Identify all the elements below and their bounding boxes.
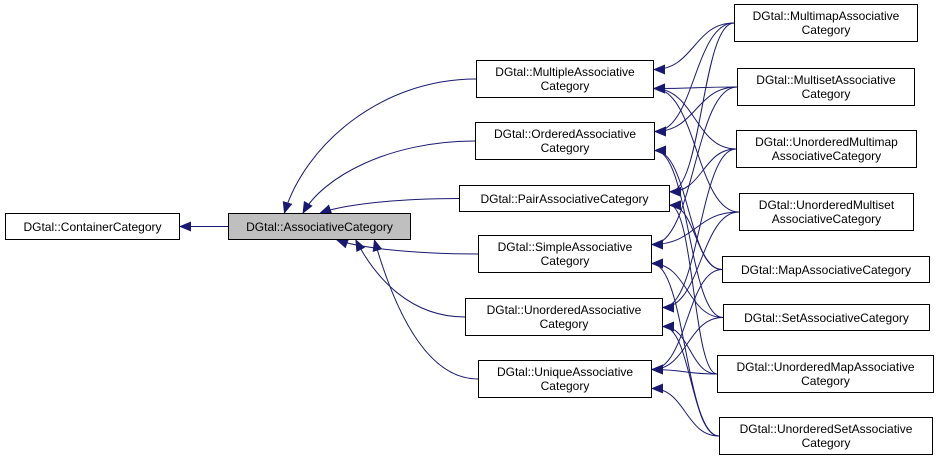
node-label-line1: DGtal::UnorderedAssociative [486, 303, 642, 317]
inheritance-edge-multiset-to-multiple [653, 83, 738, 94]
node-unique-associative-category[interactable]: DGtal::UniqueAssociative Category [478, 360, 652, 398]
inheritance-edge-multiset-to-simple [651, 86, 738, 250]
node-label-line2: AssociativeCategory [771, 212, 882, 226]
inheritance-edge-map-to-pair [669, 200, 723, 270]
node-map-associative-category[interactable]: DGtal::MapAssociativeCategory [722, 256, 930, 283]
node-label-line2: Category [801, 374, 850, 388]
node-label-line1: DGtal::MultimapAssociative [752, 9, 900, 23]
node-label-line2: Category [539, 317, 589, 331]
node-label-line1: DGtal::OrderedAssociative [493, 127, 637, 141]
node-label-line1: DGtal::MultisetAssociative [756, 73, 896, 87]
node-label-line2: AssociativeCategory [771, 149, 882, 163]
inheritance-edge-multimap-to-multiple [653, 22, 735, 75]
inheritance-edge-simple-to-associative [335, 238, 479, 255]
node-label-line1: DGtal::UnorderedMultimap [755, 135, 898, 149]
inheritance-edge-unordered_multiset-to-unordered [662, 211, 740, 313]
node-label-line2: Category [540, 141, 590, 155]
inheritance-edge-ordered-to-associative [302, 140, 476, 214]
node-label-line1: DGtal::SimpleAssociative [497, 240, 633, 254]
inheritance-edge-unordered_multiset-to-simple [651, 211, 740, 250]
node-label: DGtal::MapAssociativeCategory [740, 262, 912, 277]
node-label-line1: DGtal::UnorderedMapAssociative [736, 360, 915, 374]
inheritance-edge-unordered_map-to-pair [669, 200, 718, 375]
node-label-line2: Category [801, 87, 851, 101]
node-label: DGtal::SetAssociativeCategory [744, 310, 909, 325]
node-label-line2: Category [540, 254, 590, 268]
node-label-line1: DGtal::MultipleAssociative [495, 65, 635, 79]
inheritance-edge-unordered_set-to-unique [651, 383, 720, 437]
node-multiple-associative-category[interactable]: DGtal::MultipleAssociative Category [476, 60, 654, 98]
node-set-associative-category[interactable]: DGtal::SetAssociativeCategory [723, 304, 930, 331]
node-unordered-associative-category[interactable]: DGtal::UnorderedAssociative Category [465, 298, 663, 336]
node-label-line1: DGtal::UnorderedSetAssociative [739, 422, 913, 436]
node-multiset-associative-category[interactable]: DGtal::MultisetAssociative Category [737, 68, 915, 106]
inheritance-edge-map-to-unique [651, 269, 723, 375]
node-unordered-set-associative-category[interactable]: DGtal::UnorderedSetAssociative Category [719, 417, 933, 455]
inheritance-edge-multiset-to-ordered [654, 86, 738, 137]
node-label: DGtal::PairAssociativeCategory [480, 191, 649, 206]
node-label-line2: Category [540, 379, 590, 393]
node-label: DGtal::ContainerCategory [23, 219, 162, 234]
inheritance-edge-unordered_multimap-to-multiple [653, 83, 737, 150]
node-label: DGtal::AssociativeCategory [246, 219, 393, 234]
node-label-line1: DGtal::UniqueAssociative [496, 365, 634, 379]
node-unordered-multimap-associative-category[interactable]: DGtal::UnorderedMultimap AssociativeCate… [736, 130, 917, 168]
inheritance-edge-unordered_map-to-unique [651, 364, 718, 375]
node-unordered-map-associative-category[interactable]: DGtal::UnorderedMapAssociative Category [717, 355, 934, 393]
node-label-line2: Category [801, 23, 851, 37]
inheritance-edge-unordered_set-to-simple [651, 258, 720, 437]
node-pair-associative-category[interactable]: DGtal::PairAssociativeCategory [459, 185, 670, 212]
inheritance-edge-set-to-ordered [654, 145, 724, 318]
node-multimap-associative-category[interactable]: DGtal::MultimapAssociative Category [734, 4, 918, 42]
node-label-line2: Category [540, 79, 590, 93]
inheritance-edge-unordered_multiset-to-multiple [653, 83, 740, 213]
node-simple-associative-category[interactable]: DGtal::SimpleAssociative Category [478, 235, 652, 273]
node-associative-category: DGtal::AssociativeCategory [228, 213, 411, 240]
inheritance-edge-unique-to-associative [372, 239, 479, 380]
inheritance-edge-unordered-to-associative [355, 239, 466, 318]
inheritance-edge-multimap-to-ordered [654, 22, 735, 137]
inheritance-edge-multiple-to-associative [282, 78, 477, 214]
node-label-line1: DGtal::UnorderedMultiset [758, 198, 895, 212]
node-unordered-multiset-associative-category[interactable]: DGtal::UnorderedMultiset AssociativeCate… [739, 193, 914, 231]
node-label-line2: Category [801, 436, 851, 450]
node-container-category[interactable]: DGtal::ContainerCategory [5, 213, 180, 240]
node-ordered-associative-category[interactable]: DGtal::OrderedAssociative Category [475, 122, 655, 160]
inheritance-edge-pair-to-associative [319, 198, 460, 214]
